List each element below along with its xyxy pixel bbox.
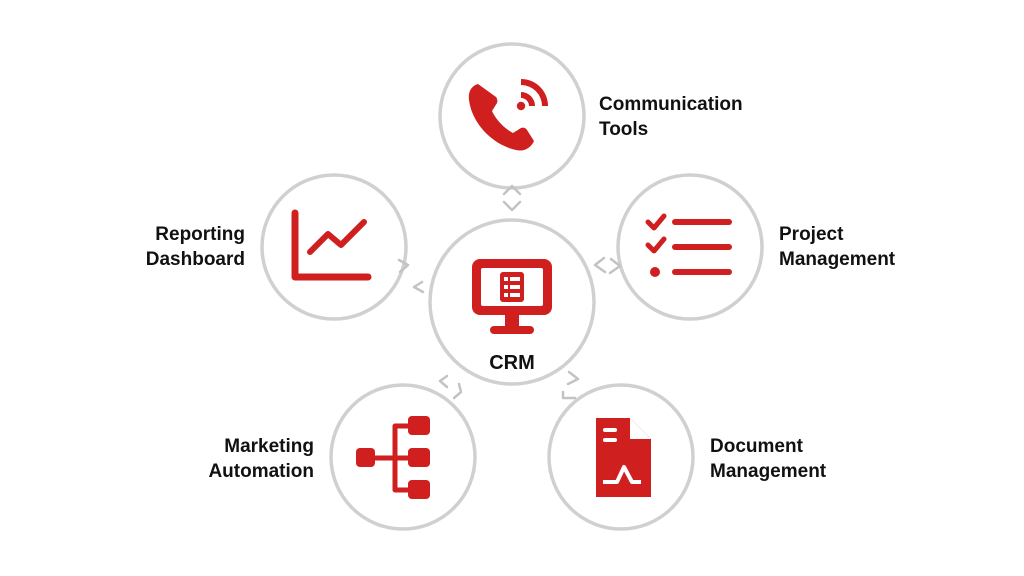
document-management-label-line-2: Management [710,461,827,482]
project-management-label: Project Management [779,222,895,272]
connector-marketing [438,374,463,400]
communication-tools-label-line-1: Communication [599,94,743,115]
marketing-automation-label-line-1: Marketing [224,436,314,457]
reporting-dashboard-label-line-2: Dashboard [145,249,245,270]
crm-label: CRM [489,352,535,374]
connector-project [593,256,622,275]
connector-document [561,370,580,400]
communication-node-ring [438,42,586,190]
hierarchy-tree-icon [356,416,430,499]
checklist-icon [645,213,732,277]
document-chart-icon [596,418,651,497]
communication-tools-label-line-2: Tools [599,119,649,140]
document-management-label: Document Management [710,434,826,484]
reporting-node-ring [260,173,408,321]
document-management-label-line-1: Document [710,436,803,457]
marketing-automation-label: Marketing Automation [208,434,314,484]
line-chart-icon [291,209,372,281]
reporting-dashboard-label-line-1: Reporting [155,224,245,245]
monitor-list-icon [472,259,552,334]
connector-reporting [397,258,425,294]
communication-tools-label: Communication Tools [599,92,743,142]
project-management-label-line-1: Project [779,224,844,245]
project-management-label-line-2: Management [779,249,896,270]
reporting-dashboard-label: Reporting Dashboard [146,222,245,272]
phone-ringing-icon [468,79,548,151]
marketing-automation-label-line-2: Automation [208,461,314,482]
connector-communication [502,184,522,212]
